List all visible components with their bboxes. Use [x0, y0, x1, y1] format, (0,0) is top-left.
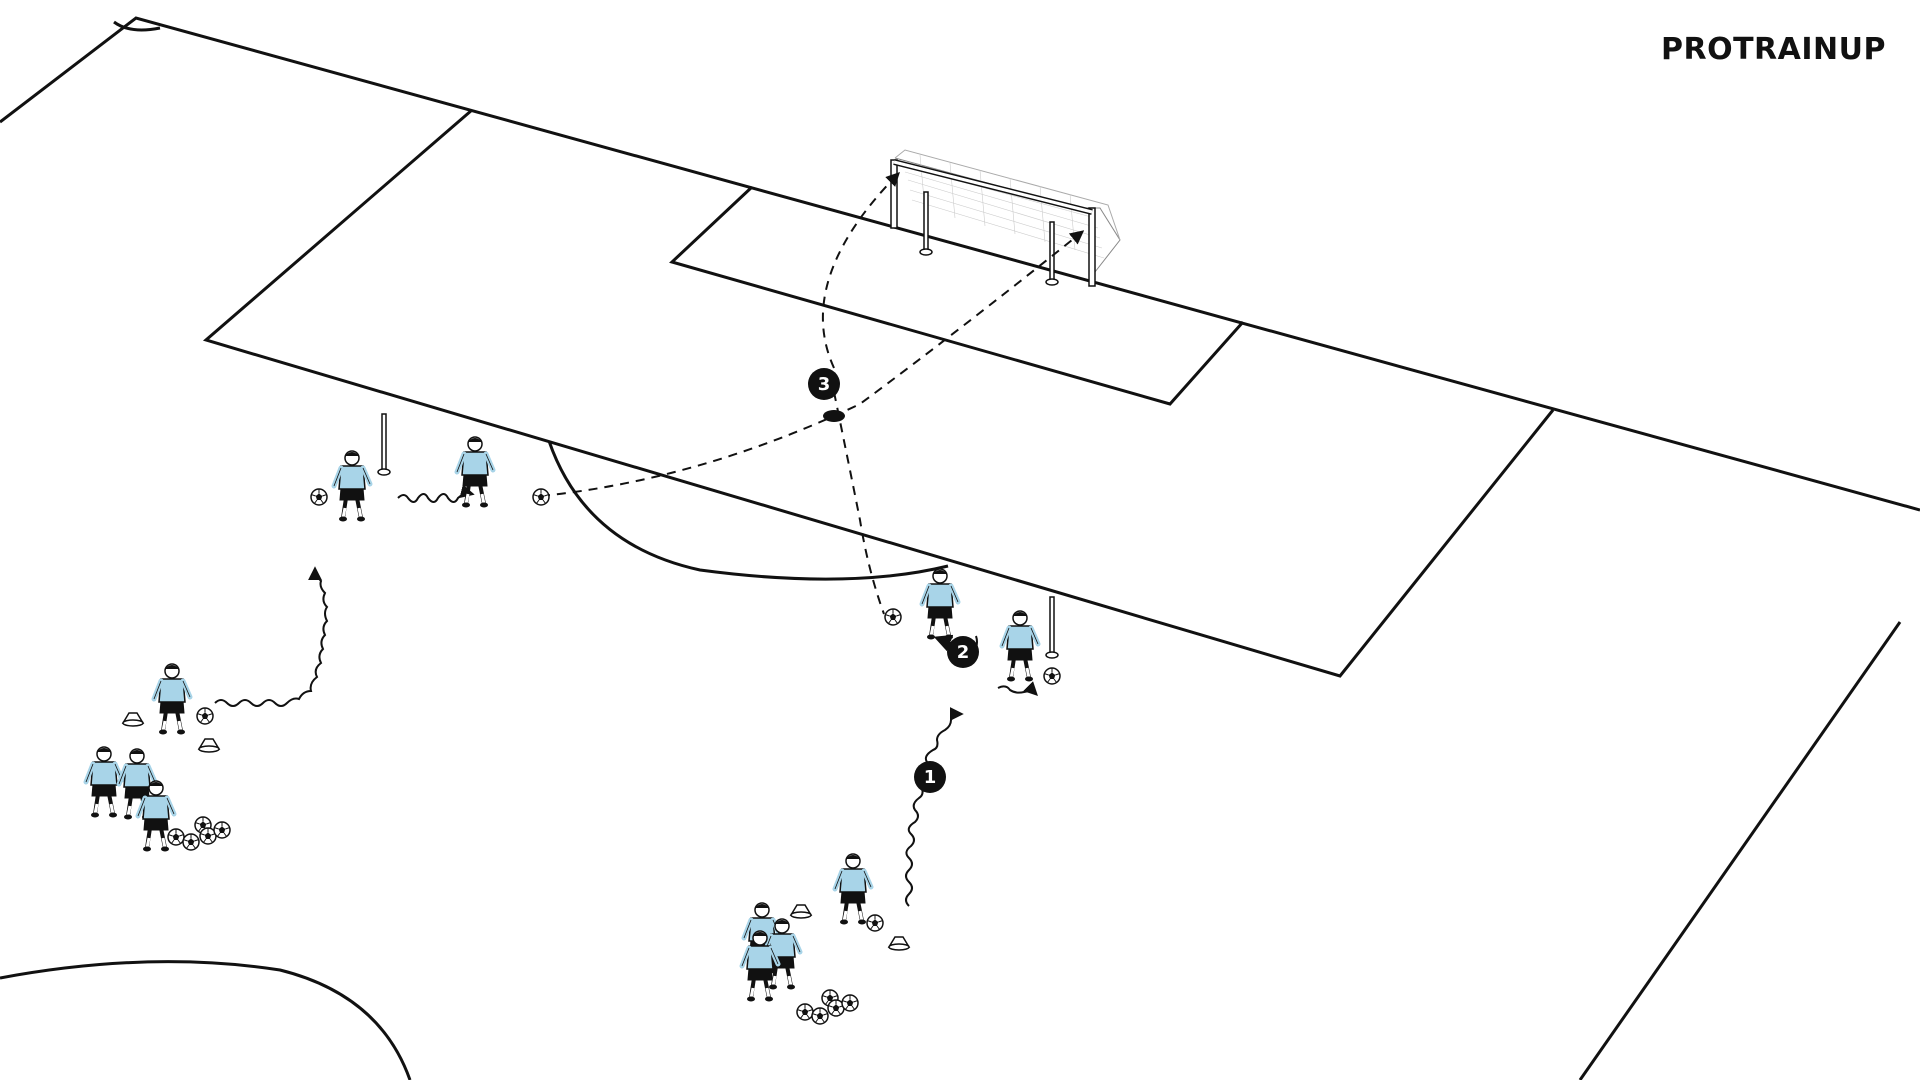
- step-badges: 1 2 3: [808, 368, 979, 793]
- cones: [122, 712, 910, 951]
- step-badge-label: 3: [818, 374, 831, 395]
- dribble-path: [397, 484, 475, 503]
- shooting-spot: [823, 410, 845, 422]
- player: [457, 437, 493, 508]
- dribble-path: [214, 566, 329, 707]
- step-badge-2: 2: [947, 636, 979, 668]
- player: [922, 569, 958, 640]
- cross-path: [540, 230, 1085, 497]
- penalty-arc: [547, 440, 949, 581]
- players: [86, 437, 1038, 1002]
- pole: [1045, 596, 1059, 659]
- training-poles: [377, 191, 1059, 659]
- halfway-touchline: [1578, 621, 1902, 1080]
- shot-path: [822, 172, 900, 369]
- pole: [377, 413, 391, 476]
- goal-line: [0, 16, 1920, 512]
- penalty-area: [202, 108, 1555, 678]
- pitch-lines: [0, 16, 1920, 1080]
- dribble-path: [997, 681, 1038, 696]
- dribble-path: [905, 707, 964, 907]
- corner-arc: [113, 20, 161, 32]
- brand-logo: PROTRAINUP: [1661, 32, 1886, 67]
- player: [154, 664, 190, 735]
- pole: [919, 191, 933, 256]
- pole: [1045, 221, 1059, 286]
- goal-area: [669, 185, 1245, 406]
- step-badge-3: 3: [808, 368, 840, 400]
- shot-path: [833, 391, 885, 615]
- goal: [890, 149, 1121, 287]
- player: [334, 451, 370, 522]
- step-badge-1: 1: [914, 761, 946, 793]
- player: [86, 747, 122, 818]
- step-badge-label: 1: [924, 767, 937, 788]
- player: [1002, 611, 1038, 682]
- player: [835, 854, 871, 925]
- step-badge-label: 2: [957, 642, 970, 663]
- movement-paths: [214, 172, 1085, 907]
- center-circle: [0, 960, 412, 1080]
